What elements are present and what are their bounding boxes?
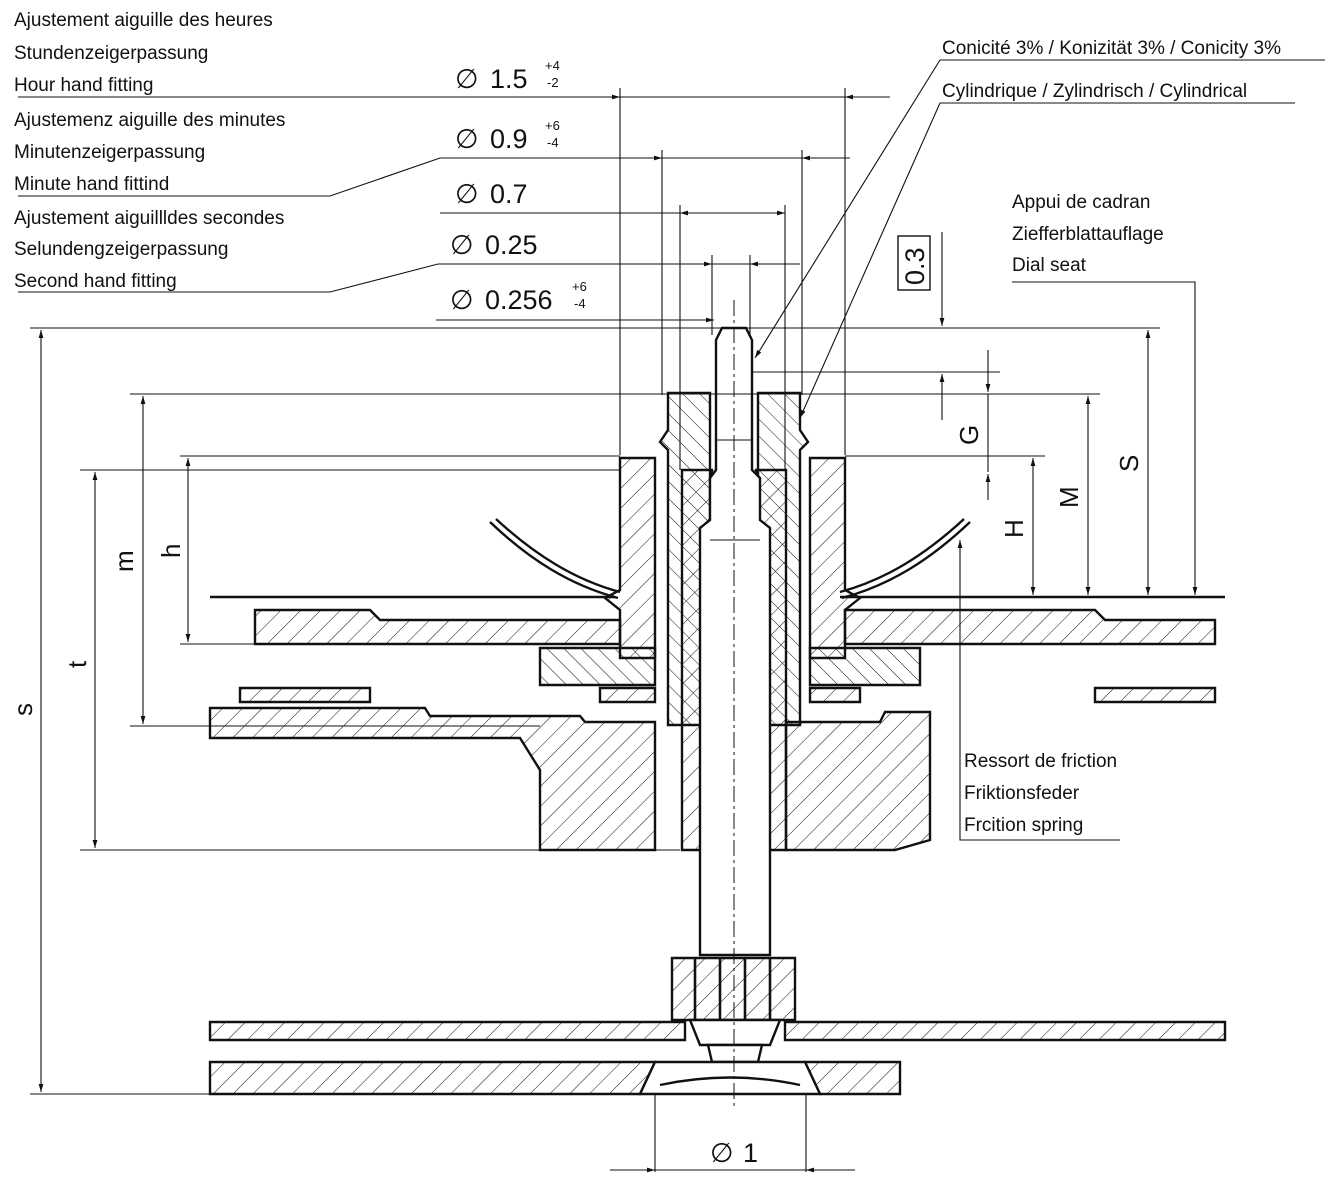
- seconds-arbor: [698, 326, 772, 957]
- tol-upper: +6: [572, 279, 587, 294]
- letter-S: S: [1114, 455, 1144, 472]
- bottom-plate: [208, 1060, 902, 1096]
- center-wheel: [208, 706, 932, 852]
- note-second-hand-en: Second hand fitting: [14, 271, 177, 292]
- note-cylindrical: Cylindrique / Zylindrisch / Cylindrical: [942, 81, 1247, 102]
- dim-value: 1.5: [490, 64, 528, 94]
- dim-minute-diameter: ∅ 0.9 +6 -4: [455, 118, 560, 154]
- note-friction-spring-fr: Ressort de friction: [964, 751, 1117, 772]
- note-hour-hand-en: Hour hand fitting: [14, 75, 153, 96]
- leader-lines: [18, 59, 1325, 841]
- diameter-symbol: ∅: [455, 64, 479, 94]
- letter-s: s: [8, 703, 38, 716]
- diameter-symbol: ∅: [710, 1138, 734, 1168]
- note-conicity: Conicité 3% / Konizität 3% / Conicity 3%: [942, 38, 1281, 59]
- friction-spring: [489, 518, 971, 600]
- note-minute-hand: Ajustemenz aiguille des minutes Minutenz…: [14, 110, 285, 195]
- letter-m: m: [109, 550, 139, 572]
- tol-upper: +4: [545, 58, 560, 73]
- dim-hour-diameter: ∅ 1.5 +4 -2: [455, 58, 560, 94]
- diameter-symbol: ∅: [450, 285, 474, 315]
- basic-dim-value: 0.3: [900, 247, 930, 285]
- dim-0256-diameter: ∅ 0.256 +6 -4: [450, 279, 587, 315]
- note-friction-spring-de: Friktionsfeder: [964, 783, 1080, 804]
- note-minute-hand-de: Minutenzeigerpassung: [14, 142, 205, 163]
- letter-t: t: [62, 660, 92, 668]
- letter-M: M: [1054, 486, 1084, 508]
- letter-G: G: [954, 425, 984, 445]
- note-hour-hand-fr: Ajustement aiguille des heures: [14, 10, 273, 31]
- dim-value: 0.9: [490, 124, 528, 154]
- extension-lines: [30, 88, 1160, 1172]
- hour-wheel: [238, 456, 1217, 704]
- note-second-hand-fr: Ajustement aiguillldes secondes: [14, 208, 284, 229]
- note-dial-seat: Appui de cadran Ziefferblattauflage Dial…: [1012, 192, 1164, 276]
- dim-value: 0.7: [490, 179, 528, 209]
- bridge-plate: [208, 1020, 1227, 1042]
- dim-box-03: 0.3: [897, 235, 931, 291]
- note-second-hand: Ajustement aiguillldes secondes Selunden…: [14, 208, 284, 292]
- diameter-symbol: ∅: [455, 179, 479, 209]
- note-friction-spring: Ressort de friction Friktionsfeder Frcit…: [964, 751, 1117, 836]
- diameter-symbol: ∅: [455, 124, 479, 154]
- note-second-hand-de: Selundengzeigerpassung: [14, 239, 228, 260]
- dimension-lines: [18, 94, 1198, 1173]
- diameter-symbol: ∅: [450, 230, 474, 260]
- dimension-letters: G H M S m h t s: [8, 425, 1144, 716]
- dim-bottom-diameter: ∅ 1: [710, 1138, 758, 1168]
- note-minute-hand-fr: Ajustemenz aiguille des minutes: [14, 110, 285, 131]
- dim-value: 0.256: [485, 285, 553, 315]
- note-hour-hand: Ajustement aiguille des heures Stundenze…: [14, 10, 273, 96]
- tol-lower: -4: [574, 296, 586, 311]
- basic-dim-box: [897, 235, 931, 291]
- dim-value: 1: [743, 1138, 758, 1168]
- note-friction-spring-en: Frcition spring: [964, 815, 1083, 836]
- tol-upper: +6: [545, 118, 560, 133]
- tol-lower: -2: [547, 75, 559, 90]
- note-minute-hand-en: Minute hand fittind: [14, 174, 169, 195]
- letter-h: h: [156, 544, 186, 558]
- dim-value: 0.25: [485, 230, 538, 260]
- note-dial-seat-fr: Appui de cadran: [1012, 192, 1150, 213]
- note-dial-seat-en: Dial seat: [1012, 255, 1087, 276]
- dim-025-diameter: ∅ 0.25: [450, 230, 538, 260]
- letter-H: H: [999, 519, 1029, 538]
- note-dial-seat-de: Ziefferblattauflage: [1012, 224, 1164, 245]
- tol-lower: -4: [547, 135, 559, 150]
- note-hour-hand-de: Stundenzeigerpassung: [14, 43, 208, 64]
- dim-07-diameter: ∅ 0.7: [455, 179, 528, 209]
